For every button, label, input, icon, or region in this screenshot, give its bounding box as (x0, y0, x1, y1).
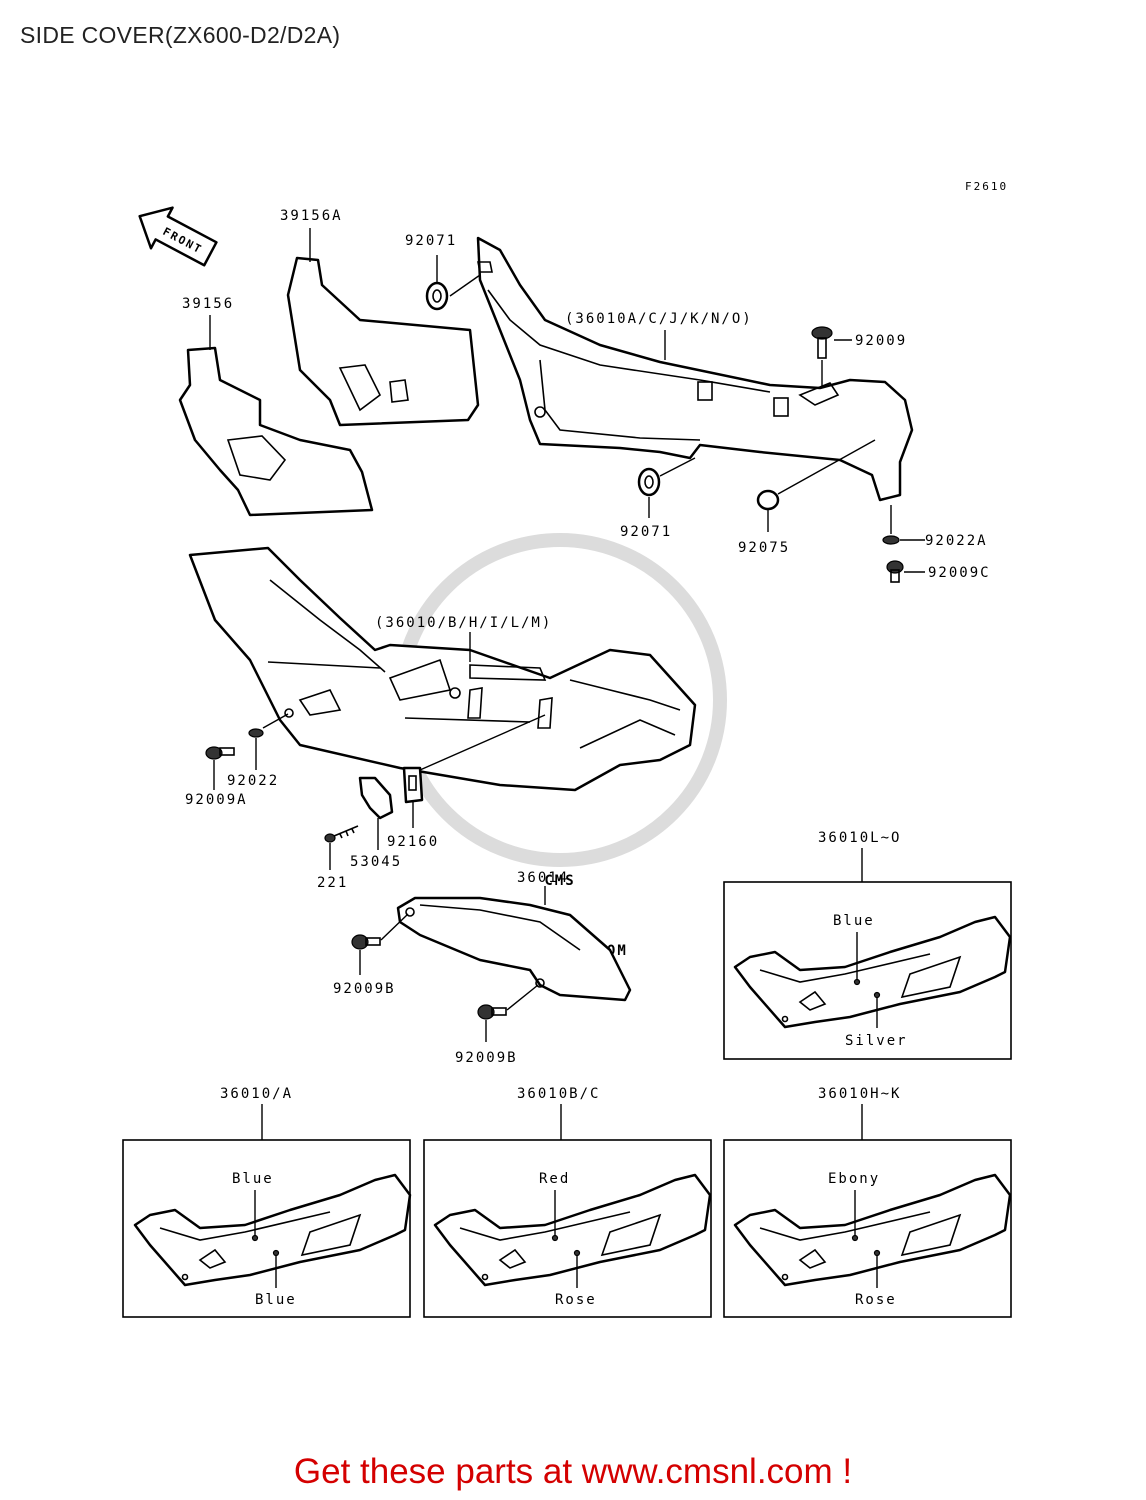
label-36010-lower: (36010/B/H/I/L/M) (375, 615, 552, 631)
variant-top-color-36010l-o: Blue (833, 913, 875, 929)
variant-title-36010l-o: 36010L~O (818, 830, 901, 846)
part-39156-shape (178, 315, 374, 517)
part-39156a-shape (286, 228, 480, 427)
variant-top-color-36010-a: Blue (232, 1171, 274, 1187)
grommet-92071-bottom-icon (637, 457, 696, 518)
label-36010-upper: (36010A/C/J/K/N/O) (565, 311, 753, 327)
grommet-92075-icon (756, 439, 876, 532)
label-221: 221 (317, 875, 348, 891)
variant-title-36010b-c: 36010B/C (517, 1086, 600, 1102)
label-39156: 39156 (182, 296, 234, 312)
variant-box-36010l-o: 36010L~O Blue Silver (723, 830, 1012, 1060)
label-92022: 92022 (227, 773, 279, 789)
footer-parts-link[interactable]: Get these parts at www.cmsnl.com ! (293, 1452, 853, 1491)
variant-bottom-color-36010l-o: Silver (845, 1033, 908, 1049)
variant-cover-36010l-o (733, 915, 1012, 1029)
variant-title-36010h-k: 36010H~K (818, 1086, 901, 1102)
label-92009c: 92009C (928, 565, 991, 581)
label-92022a: 92022A (925, 533, 988, 549)
variant-title-36010-a: 36010/A (220, 1086, 293, 1102)
variant-box-36010-a: 36010/A Blue Blue (122, 1086, 412, 1318)
label-92075: 92075 (738, 540, 790, 556)
label-39156a: 39156A (280, 208, 343, 224)
label-92160: 92160 (387, 834, 439, 850)
screw-221-icon (324, 825, 359, 870)
variant-box-36010h-k: 36010H~K Ebony Rose (723, 1086, 1012, 1318)
variant-top-color-36010h-k: Ebony (828, 1171, 880, 1187)
clip-92160-icon (402, 714, 546, 828)
washer-92022-icon (248, 708, 294, 770)
label-92009b-left: 92009B (333, 981, 396, 997)
label-36014: 36014 (517, 870, 569, 886)
part-36014-shape (396, 886, 632, 1002)
watermark-brand: CMS (544, 873, 575, 889)
variant-top-color-36010b-c: Red (539, 1171, 570, 1187)
part-36010-upper-shape (476, 236, 914, 502)
variant-cover-36010b-c (433, 1173, 712, 1287)
bolt-92009-icon (811, 326, 852, 388)
label-53045: 53045 (350, 854, 402, 870)
variant-box-36010b-c: 36010B/C Red Rose (423, 1086, 712, 1318)
front-arrow-icon: FRONT (138, 206, 218, 267)
label-92009: 92009 (855, 333, 907, 349)
bolt-92009b-right-icon (477, 984, 539, 1042)
bolt-92009b-left-icon (351, 913, 409, 975)
variant-bottom-color-36010b-c: Rose (555, 1292, 597, 1308)
page-title: SIDE COVER(ZX600-D2/D2A) (20, 22, 341, 48)
part-36010-lower-shape (188, 546, 697, 792)
label-92009a: 92009A (185, 792, 248, 808)
label-92071-top: 92071 (405, 233, 457, 249)
label-92071-bottom: 92071 (620, 524, 672, 540)
parts-diagram: CMS WWW.CMSNL.COM F2610 FRONT 39156A 391… (122, 180, 1012, 1318)
bracket-53045-icon (358, 776, 394, 850)
bolt-92009c-icon (886, 560, 925, 583)
variant-cover-36010-a (133, 1173, 412, 1287)
label-92009b-right: 92009B (455, 1050, 518, 1066)
grommet-92071-top-icon (425, 255, 493, 311)
variant-bottom-color-36010h-k: Rose (855, 1292, 897, 1308)
bolt-92009a-icon (205, 746, 235, 790)
variant-cover-36010h-k (733, 1173, 1012, 1287)
figure-code: F2610 (965, 180, 1008, 193)
washer-92022a-icon (882, 505, 925, 545)
variant-bottom-color-36010-a: Blue (255, 1292, 297, 1308)
